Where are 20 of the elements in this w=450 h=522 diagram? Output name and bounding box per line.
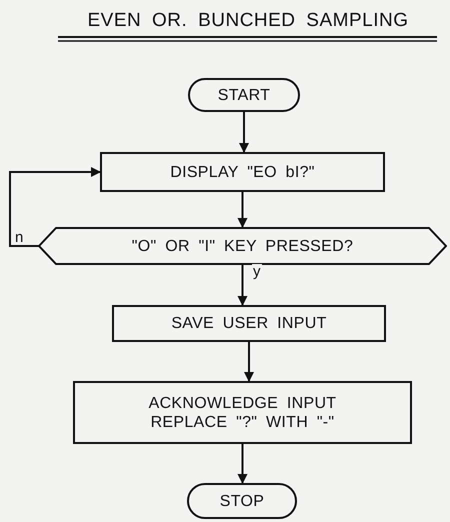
process-box <box>112 305 386 342</box>
arrow <box>239 112 249 153</box>
node-text: "O" OR "I" KEY PRESSED? <box>132 236 354 256</box>
node-text: DISPLAY "EO bI?" <box>170 162 315 182</box>
node-text: SAVE USER INPUT <box>171 314 327 333</box>
process-box <box>100 152 385 192</box>
arrow <box>9 167 101 247</box>
decision-hexagon <box>38 227 447 265</box>
arrow <box>238 192 248 228</box>
arrow <box>238 444 248 484</box>
arrow <box>238 265 248 306</box>
edge-label: y <box>252 264 262 279</box>
diagram-title: EVEN OR. BUNCHED SAMPLING <box>86 10 410 32</box>
node-text: STOP <box>220 492 264 510</box>
node-text: START <box>218 86 270 104</box>
node-text: ACKNOWLEDGE INPUT REPLACE "?" WITH "-" <box>148 394 338 432</box>
stop-terminal <box>187 483 297 519</box>
arrow <box>244 342 254 382</box>
start-terminal <box>188 78 300 112</box>
process-box <box>73 381 412 444</box>
